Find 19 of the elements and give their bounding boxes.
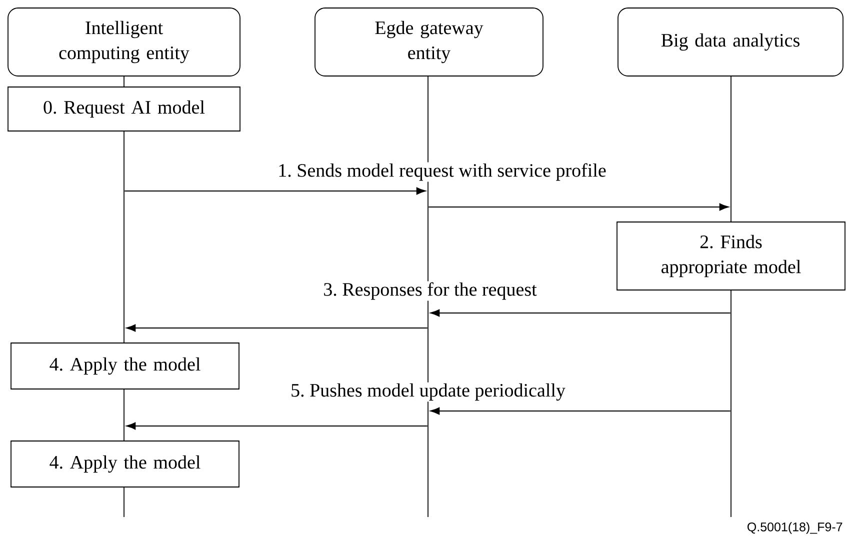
arrow xyxy=(430,407,731,415)
arrow xyxy=(126,324,428,332)
arrow xyxy=(430,309,731,317)
lifeline-head-box: Intelligent computing entity xyxy=(8,8,240,76)
figure-number: Q.5001(18)_F9-7 xyxy=(748,522,842,534)
activity-box: 0. Request AI model xyxy=(8,86,240,132)
lifeline-head-box: Big data analytics xyxy=(618,8,844,76)
activity-box: 2. Finds appropriate model xyxy=(616,222,846,290)
lifeline-head-box: Egde gateway entity xyxy=(314,8,544,76)
edge-label: 1. Sends model request with service profile xyxy=(276,162,608,182)
arrow xyxy=(126,422,428,430)
activity-box: 4. Apply the model xyxy=(10,440,240,488)
lifeline xyxy=(730,76,732,222)
arrow xyxy=(124,187,426,195)
lifeline xyxy=(730,290,732,517)
edge-label: 5. Pushes model update periodically xyxy=(290,382,566,402)
activity-box: 4. Apply the model xyxy=(10,342,240,390)
arrow xyxy=(428,203,729,211)
edge-label: 3. Responses for the request xyxy=(322,281,538,301)
